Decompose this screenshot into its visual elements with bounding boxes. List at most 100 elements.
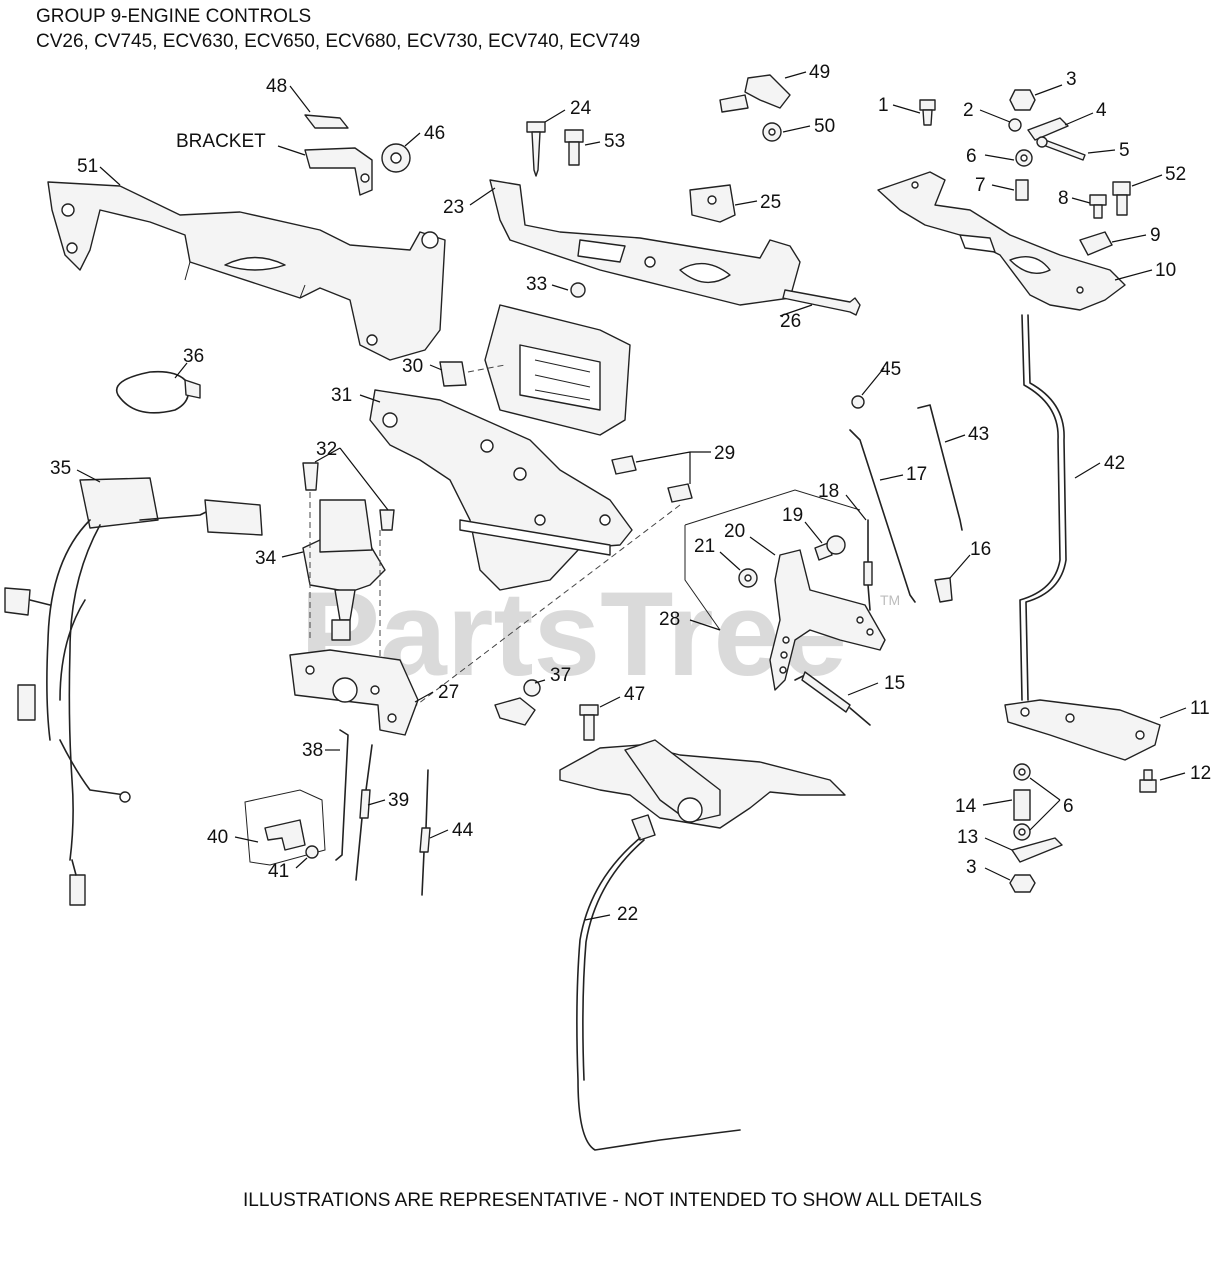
part-18-spring [863,519,873,611]
part-52-bolt [1112,181,1131,216]
part-10-mount-plate [877,171,1126,311]
model-list: CV26, CV745, ECV630, ECV650, ECV680, ECV… [36,31,641,52]
part-30-connector [439,361,467,387]
part-6-washer-top [1015,149,1033,167]
callout-51: 51 [77,156,98,177]
footer-disclaimer: ILLUSTRATIONS ARE REPRESENTATIVE - NOT I… [242,1190,983,1211]
callout-25: 25 [760,192,781,213]
part-4-lever [1027,117,1069,141]
part-9-clip [1079,231,1113,256]
callout-7: 7 [975,175,986,196]
callout-52: 52 [1165,164,1186,185]
part-26-pin [782,289,861,316]
callout-17: 17 [906,464,927,485]
part-11-plate [1004,699,1161,761]
part-39-spring [355,744,373,881]
part-3-nut-bottom [1009,874,1036,893]
callout-32: 32 [316,439,337,460]
callout-34: 34 [255,548,277,569]
callout-53: 53 [604,131,625,152]
part-29-screws [611,455,693,503]
part-24-screw [526,121,546,177]
callout-41: 41 [268,861,289,882]
part-25-clip [689,184,736,223]
callout-35: 35 [50,458,71,479]
callout-40: 40 [207,827,228,848]
part-49-lever [719,74,791,113]
callout-2: 2 [963,100,974,121]
callout-12: 12 [1190,763,1211,784]
part-50-bushing [762,122,782,142]
part-41-nut [305,845,319,859]
part-44-spring [419,769,431,896]
part-37-clamp [494,679,541,726]
part-3-nut-top [1009,89,1036,111]
part-5-bolt [1036,136,1086,161]
callout-31: 31 [331,385,352,406]
callout-22: 22 [617,904,638,925]
callout-10: 10 [1155,260,1176,281]
callout-11: 11 [1190,698,1210,719]
callout-27: 27 [438,682,459,703]
callout-39: 39 [388,790,409,811]
part-2-washer [1008,118,1022,132]
part-53-bolt [564,129,584,166]
part-16-clip [934,577,953,603]
part-21-nut [738,568,758,588]
callout-14: 14 [955,796,977,817]
part-12-screw [1139,769,1157,793]
callout-13: 13 [957,827,978,848]
callout-8: 8 [1058,188,1069,209]
part-38-rod [335,729,349,861]
callout-bracket: BRACKET [176,131,266,152]
callout-21: 21 [694,536,715,557]
part-34-sensor [302,499,386,641]
callout-24: 24 [570,98,592,119]
part-51-bracket-plate [47,181,446,361]
part-bracket-small [304,147,373,196]
part-20-bracket [769,549,886,691]
callout-9: 9 [1150,225,1161,246]
callout-38: 38 [302,740,323,761]
callout-48: 48 [266,76,287,97]
part-40-bracket [264,819,306,851]
callout-23: 23 [443,197,464,218]
part-32-screws [302,462,395,531]
callout-3-top: 3 [1066,69,1077,90]
part-27-base-bracket [289,649,419,736]
callout-33: 33 [526,274,547,295]
part-22-cable [576,814,741,1151]
callout-18: 18 [818,481,839,502]
part-14-spacer [1013,789,1031,821]
callout-26: 26 [780,311,801,332]
part-36-clamp [115,370,201,414]
part-1-screw [919,99,936,126]
part-42-control-rod [1019,314,1067,701]
callout-19: 19 [782,505,803,526]
part-13-lever [1011,837,1063,863]
callout-16: 16 [970,539,991,560]
part-35-wiring-harness [4,477,263,906]
part-15-spring [794,671,871,726]
part-19-bolt [814,535,846,561]
part-23-control-bracket [489,179,801,306]
callout-6-top: 6 [966,146,977,167]
callout-42: 42 [1104,453,1125,474]
part-48-clip [304,114,349,129]
part-8-screw [1089,194,1107,219]
module-box [484,304,631,436]
callout-50: 50 [814,116,835,137]
part-33-screw [570,282,586,298]
callout-36: 36 [183,346,204,367]
callout-45: 45 [880,359,901,380]
leader-lines [76,71,1187,921]
diagram-title: GROUP 9-ENGINE CONTROLS [36,6,312,27]
callout-29: 29 [714,443,735,464]
part-45-screw [851,395,865,409]
callout-6-bottom: 6 [1063,796,1074,817]
callout-15: 15 [884,673,905,694]
callout-30: 30 [402,356,423,377]
throttle-control-plate [559,739,846,829]
callout-20: 20 [724,521,745,542]
